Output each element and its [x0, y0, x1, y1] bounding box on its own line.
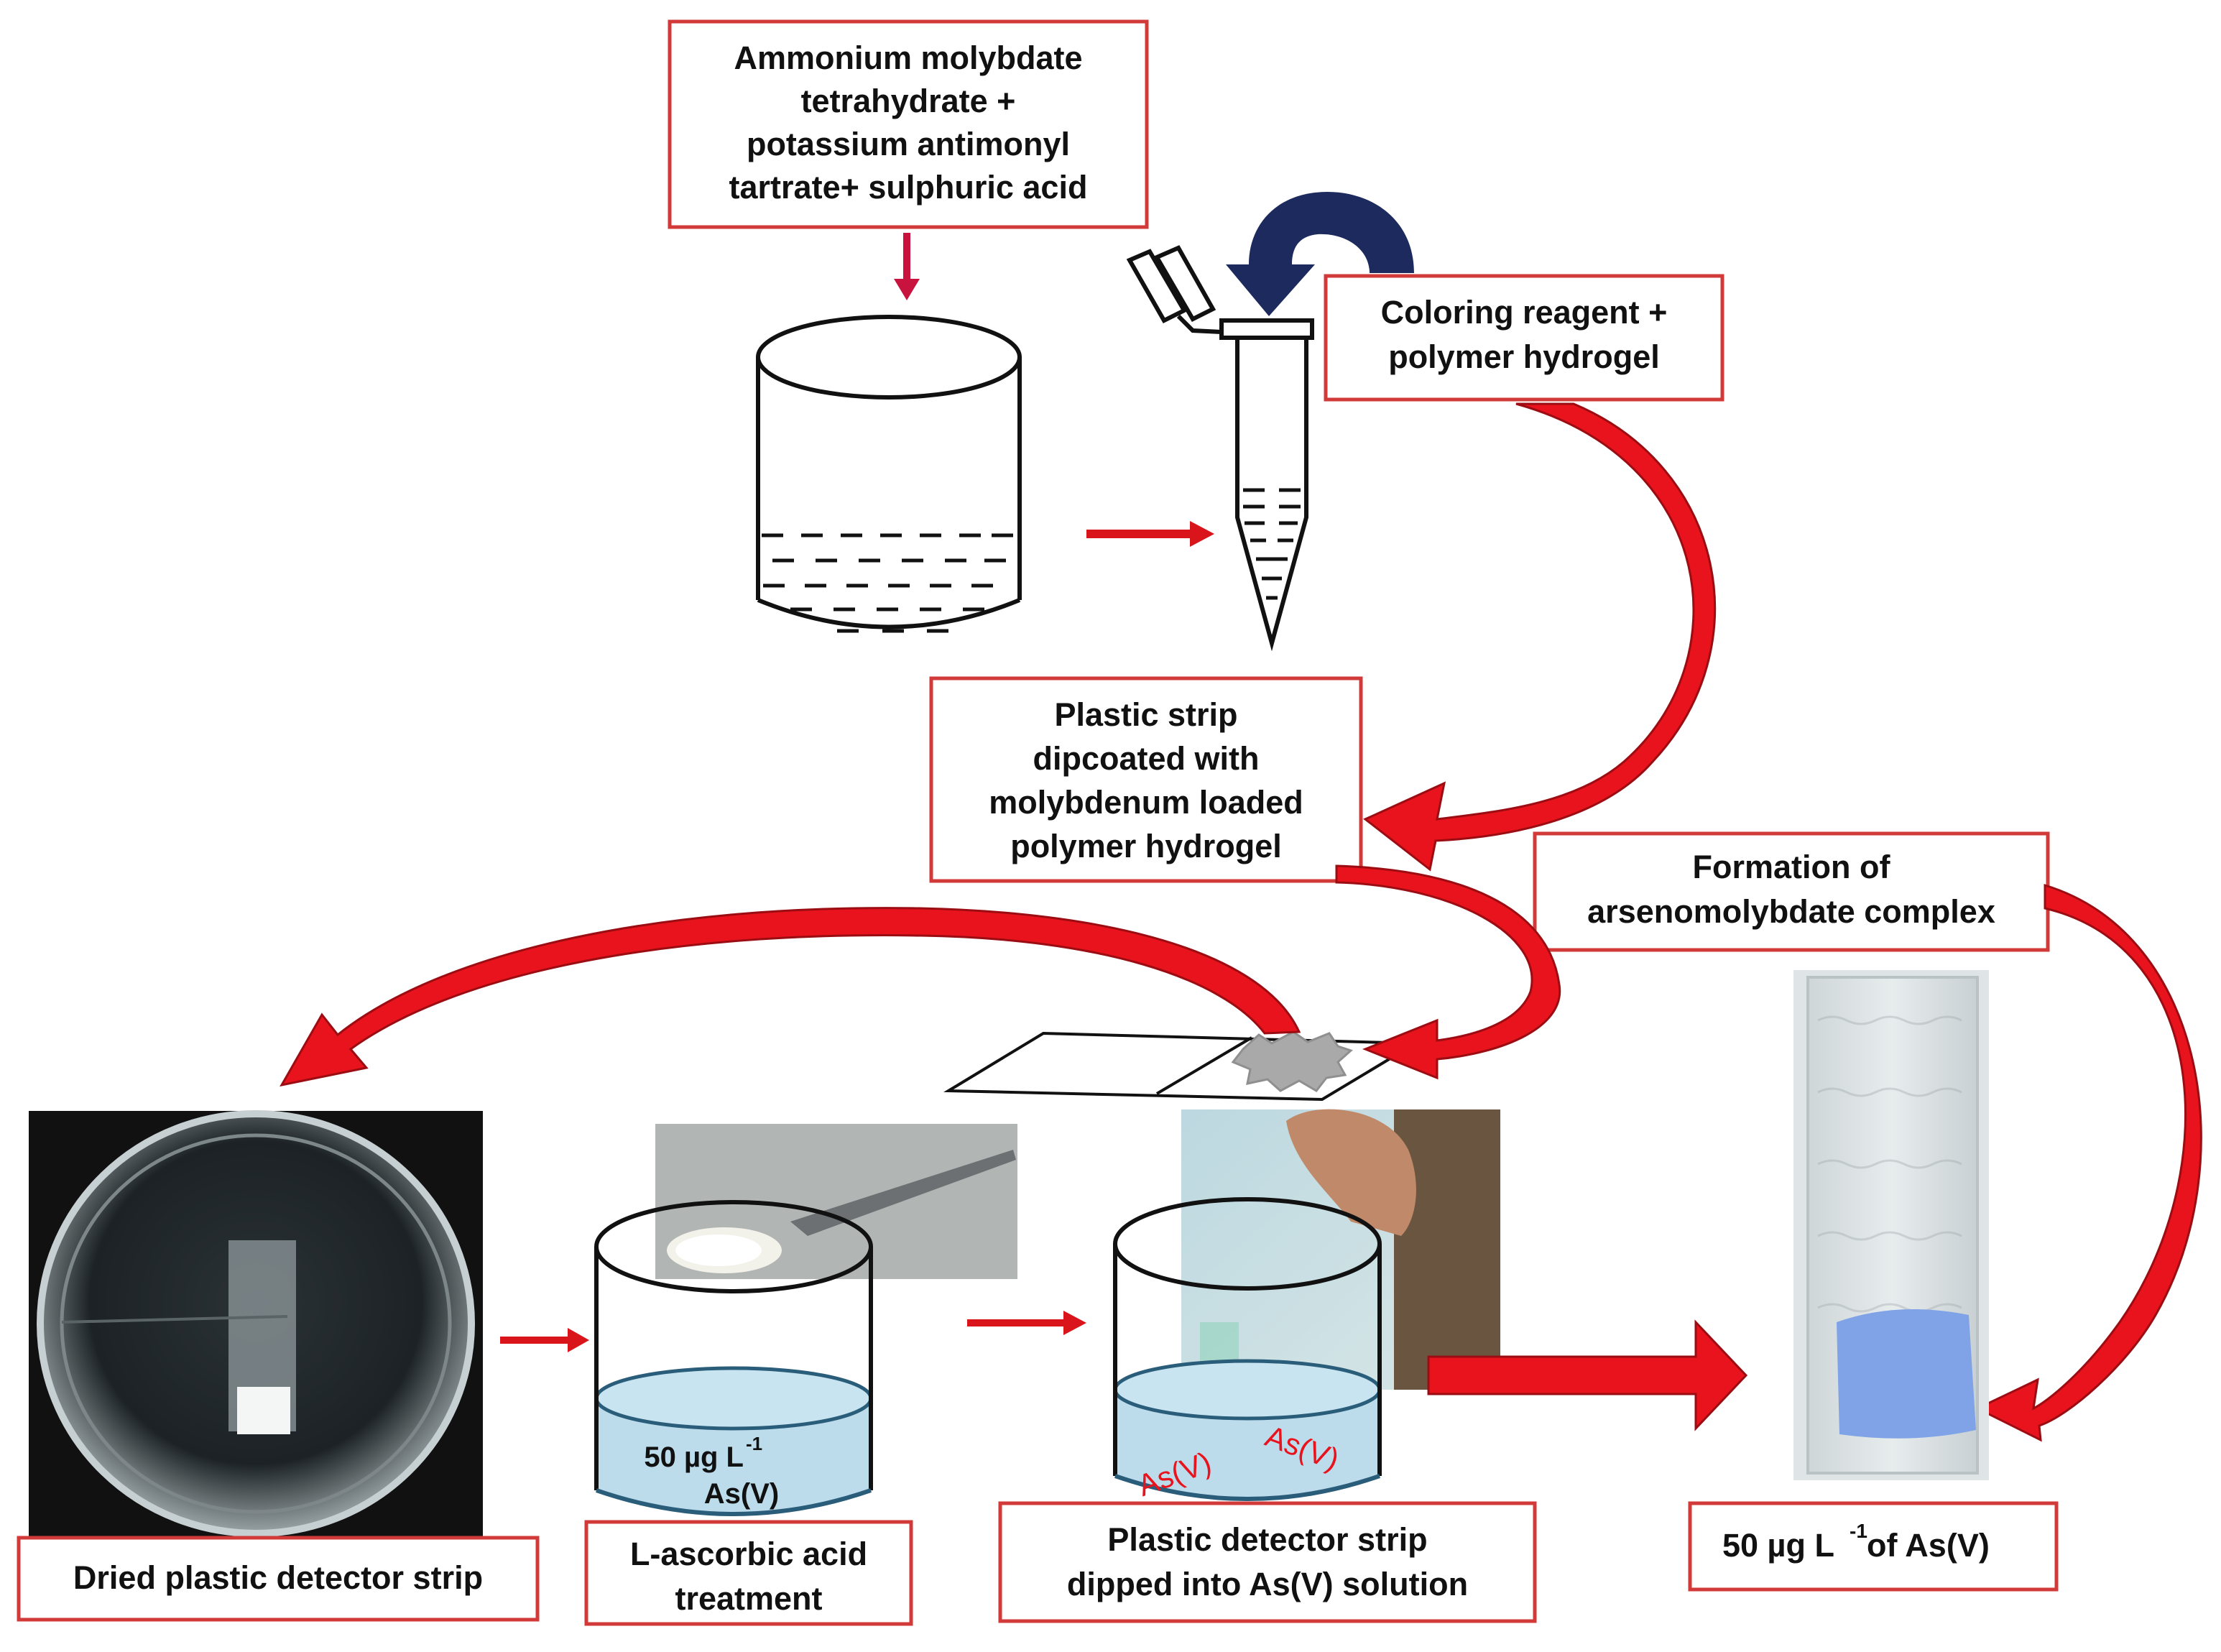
red-curved-arrow-to-strip — [1363, 402, 1716, 872]
petri-dish-photo — [29, 1110, 483, 1537]
tube-liquid-dashes — [1243, 488, 1301, 600]
red-arrow-box-to-strip — [1335, 864, 1561, 1080]
dish-to-ascorbic-arrow — [500, 1328, 589, 1352]
strip-coated-line-3: molybdenum loaded — [989, 784, 1303, 821]
strip-coated-line-4: polymer hydrogel — [1010, 828, 1282, 864]
ascorbic-line-1: L-ascorbic acid — [630, 1536, 867, 1572]
navy-curved-arrow — [1226, 191, 1414, 316]
reagents-line-4: tartrate+ sulphuric acid — [729, 169, 1088, 206]
mixing-beaker — [756, 315, 1022, 633]
strip-coated-line-1: Plastic strip — [1054, 696, 1237, 733]
result-sup: -1 — [1850, 1520, 1867, 1542]
ascorbic-beaker: 50 µg L -1 As(V) — [594, 1124, 1017, 1516]
dipping-beaker: As(V) As(V) — [1113, 1109, 1500, 1503]
beaker-to-tube-arrow — [1086, 521, 1214, 547]
dipped-box: Plastic detector strip dipped into As(V)… — [998, 1501, 1537, 1623]
red-arrow-to-dried-strip — [280, 907, 1301, 1087]
dip-to-result-arrow — [1427, 1319, 1748, 1431]
beaker-conc-sup: -1 — [746, 1433, 762, 1454]
coloring-reagent-box: Coloring reagent + polymer hydrogel — [1324, 274, 1724, 402]
reagents-down-arrow — [894, 233, 920, 300]
formation-line-1: Formation of — [1693, 849, 1891, 885]
dried-strip-label: Dried plastic detector strip — [73, 1559, 483, 1596]
beaker-conc-prefix: 50 µg L — [644, 1441, 744, 1473]
coloring-line-1: Coloring reagent + — [1381, 294, 1668, 331]
red-arrow-to-result — [1975, 883, 2202, 1442]
ascorbic-box: L-ascorbic acid treatment — [584, 1520, 913, 1626]
beaker-species-label: As(V) — [704, 1478, 779, 1510]
plastic-strip-sketch — [943, 1030, 1421, 1102]
reagents-line-3: potassium antimonyl — [747, 126, 1070, 162]
coloring-line-2: polymer hydrogel — [1388, 338, 1660, 375]
beaker-conc-label: 50 µg L — [644, 1441, 744, 1473]
dipped-line-1: Plastic detector strip — [1107, 1521, 1427, 1558]
complex-blue-spot — [1837, 1309, 1976, 1439]
reagents-line-2: tetrahydrate + — [801, 83, 1016, 119]
beaker-liquid-dashes — [762, 533, 1013, 633]
reagents-box: Ammonium molybdate tetrahydrate + potass… — [668, 19, 1149, 229]
formation-box: Formation of arsenomolybdate complex — [1533, 831, 2050, 952]
ascorbic-line-2: treatment — [675, 1580, 822, 1617]
ascorbic-to-dip-arrow — [967, 1311, 1086, 1335]
eppendorf-tube — [1126, 245, 1314, 652]
dried-strip-spot — [237, 1387, 290, 1434]
reagents-line-1: Ammonium molybdate — [734, 40, 1082, 76]
result-prefix: 50 µg L — [1722, 1527, 1834, 1564]
strip-coated-line-2: dipcoated with — [1033, 740, 1260, 777]
dipped-line-2: dipped into As(V) solution — [1067, 1566, 1468, 1602]
strip-coated-box: Plastic strip dipcoated with molybdenum … — [929, 676, 1363, 883]
result-strip-photo — [1793, 970, 1989, 1480]
formation-line-2: arsenomolybdate complex — [1587, 893, 1995, 930]
result-suffix: of As(V) — [1867, 1527, 1990, 1564]
dried-strip-box: Dried plastic detector strip — [17, 1536, 540, 1622]
result-box: 50 µg L -1 of As(V) — [1688, 1501, 2059, 1592]
